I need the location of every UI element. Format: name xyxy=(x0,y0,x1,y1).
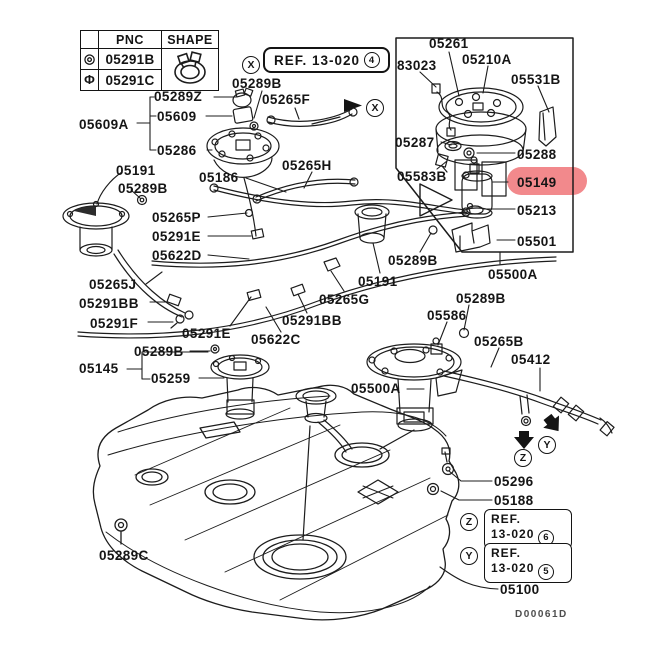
legend-symbol-header xyxy=(80,30,99,49)
part-label-05412: 05412 xyxy=(511,352,551,367)
part-label-05500A-main: 05500A xyxy=(351,381,401,396)
part-label-05265B: 05265B xyxy=(474,334,524,349)
part-label-05288: 05288 xyxy=(517,147,557,162)
legend-pnc-05291C: 05291C xyxy=(98,69,162,91)
circled-x-direction: X xyxy=(366,99,384,117)
part-label-05265P: 05265P xyxy=(152,210,201,225)
part-label-05622D: 05622D xyxy=(152,248,202,263)
circled-number-5: 5 xyxy=(538,563,555,580)
valve-assembly-drawing xyxy=(206,87,280,237)
main-pump-drawing xyxy=(366,327,615,496)
part-label-05100: 05100 xyxy=(500,582,540,597)
part-label-05296: 05296 xyxy=(494,474,534,489)
legend-shape-header: SHAPE xyxy=(161,30,219,49)
pnc-shape-legend-table: PNC SHAPE ◎ 05291B Φ 05291C xyxy=(80,30,219,91)
part-label-05210A: 05210A xyxy=(462,52,512,67)
part-label-05291BB-left: 05291BB xyxy=(79,296,139,311)
part-label-05286: 05286 xyxy=(157,143,197,158)
part-label-05289B-center: 05289B xyxy=(134,344,184,359)
ref-box-x-text: REF. 13-020 xyxy=(274,52,361,68)
part-label-05259: 05259 xyxy=(151,371,191,386)
ref-box-z-line1: REF. xyxy=(491,512,522,526)
legend-pnc-header: PNC xyxy=(98,30,162,49)
part-label-05291E-lower: 05291E xyxy=(182,326,231,341)
legend-row-05291B: ◎ 05291B xyxy=(80,48,219,91)
part-label-05583B: 05583B xyxy=(397,169,447,184)
part-label-05609: 05609 xyxy=(157,109,197,124)
part-label-05265H: 05265H xyxy=(282,158,332,173)
circled-y-marker: Y xyxy=(460,547,478,565)
part-label-05291F: 05291F xyxy=(90,316,139,331)
ref-box-z-line2: 13-020 xyxy=(491,527,535,541)
circle-bar-icon: Φ xyxy=(80,69,99,91)
part-label-05265G: 05265G xyxy=(319,292,370,307)
part-label-05261: 05261 xyxy=(429,36,469,51)
part-label-05586: 05586 xyxy=(427,308,467,323)
part-label-05149-highlighted: 05149 xyxy=(517,175,557,190)
part-label-05289B-mid: 05289B xyxy=(388,253,438,268)
part-label-05501: 05501 xyxy=(517,234,557,249)
part-label-05213: 05213 xyxy=(517,203,557,218)
hose-05265F-drawing xyxy=(266,107,358,127)
part-label-05609A: 05609A xyxy=(79,117,129,132)
legend-pnc-05291B: 05291B xyxy=(98,48,162,70)
part-label-05500A-box: 05500A xyxy=(488,267,538,282)
mid-pump-drawing xyxy=(210,344,270,420)
part-label-05531B: 05531B xyxy=(511,72,561,87)
cap-05191-drawing xyxy=(354,204,390,244)
circled-y-direction: Y xyxy=(538,436,556,454)
part-label-83023: 83023 xyxy=(397,58,437,73)
circled-number-4: 4 xyxy=(364,52,381,68)
part-label-05265J: 05265J xyxy=(89,277,137,292)
arrow-to-z-icon xyxy=(514,431,534,449)
legend-header-row: PNC SHAPE xyxy=(80,30,219,49)
hose-clamp-icon xyxy=(161,48,219,91)
ref-box-y-line2: 13-020 xyxy=(491,561,535,575)
part-label-05145: 05145 xyxy=(79,361,119,376)
filler-cap-drawing xyxy=(295,387,353,541)
ref-box-x: REF. 13-020 4 xyxy=(263,47,391,73)
ref-box-y-line1: REF. xyxy=(491,546,522,560)
harness-83023-drawing xyxy=(431,83,456,137)
part-label-05289B-right: 05289B xyxy=(456,291,506,306)
part-label-05289Z: 05289Z xyxy=(154,89,203,104)
part-label-05291E-upper: 05291E xyxy=(152,229,201,244)
fuel-tank-drawing xyxy=(92,384,460,621)
part-label-05289C: 05289C xyxy=(99,548,149,563)
circled-z-marker: Z xyxy=(460,513,478,531)
part-label-05191-mid: 05191 xyxy=(358,274,398,289)
part-label-05188: 05188 xyxy=(494,493,534,508)
part-label-05191-left: 05191 xyxy=(116,163,156,178)
diagram-code: D00061D xyxy=(515,609,568,620)
part-label-05265F: 05265F xyxy=(262,92,311,107)
double-circle-icon: ◎ xyxy=(80,48,99,70)
part-label-05289B-top: 05289B xyxy=(232,76,282,91)
circled-x-marker: X xyxy=(242,56,260,74)
part-label-05289B-left: 05289B xyxy=(118,181,168,196)
part-label-05622C: 05622C xyxy=(251,332,301,347)
arrow-to-x-icon xyxy=(344,99,362,112)
part-label-05186: 05186 xyxy=(199,170,239,185)
arrow-to-y-icon xyxy=(543,413,560,432)
part-label-05291BB-mid: 05291BB xyxy=(282,313,342,328)
circled-z-direction: Z xyxy=(514,449,532,467)
part-label-05287: 05287 xyxy=(395,135,435,150)
